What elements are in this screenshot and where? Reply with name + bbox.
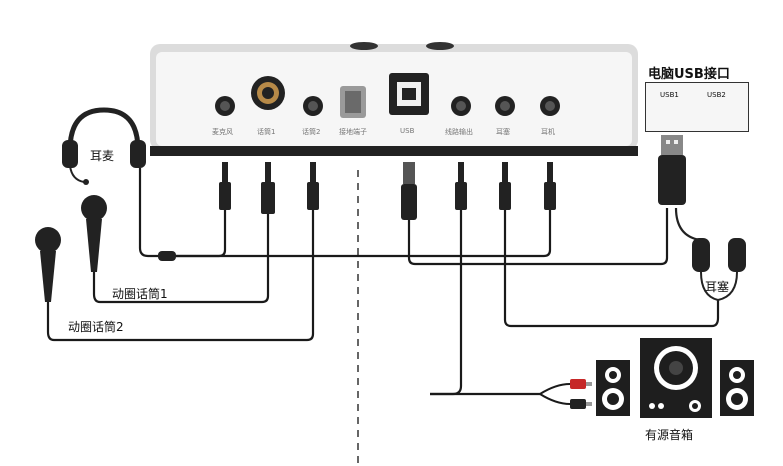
rca-plug-icon: [430, 379, 592, 409]
pc-usb-title: 电脑USB接口: [648, 67, 730, 82]
mic1-label: 动圈话筒1: [112, 287, 168, 301]
usb-b-port-icon: [389, 73, 429, 115]
headset-label: 耳麦: [90, 149, 115, 163]
port-mic2-jack: [303, 96, 323, 116]
port-label-mic1: 话筒1: [257, 128, 276, 136]
port-line-out-jack: [451, 96, 471, 116]
cables: [46, 168, 720, 396]
subwoofer-icon: [640, 338, 712, 418]
speaker-left-icon: [596, 360, 630, 416]
headset-icon: [62, 107, 146, 185]
pc-usb-panel: [645, 82, 749, 132]
port-mic1-jack: [251, 76, 285, 110]
jack-plug-icon: [219, 162, 556, 214]
ground-terminal-icon: [340, 86, 366, 118]
usb-a-plug-icon: [658, 135, 686, 205]
usb1-label: USB1: [660, 91, 679, 99]
port-label-usb: USB: [400, 127, 415, 135]
earbuds-label: 耳塞: [705, 280, 730, 294]
port-label-mic2: 话筒2: [302, 128, 321, 136]
port-mic-jack: [215, 96, 235, 116]
port-label-line-out: 线路输出: [445, 128, 473, 136]
speaker-right-icon: [720, 360, 754, 416]
mic2-label: 动圈话筒2: [68, 320, 124, 334]
port-headphone-jack: [540, 96, 560, 116]
usb-b-plug-icon: [401, 162, 417, 220]
port-label-earbud: 耳塞: [496, 128, 510, 136]
usb2-label: USB2: [707, 91, 726, 99]
microphone-icon: [81, 195, 107, 272]
microphone-icon: [35, 227, 61, 302]
speakers-label: 有源音箱: [645, 428, 694, 442]
port-label-mic: 麦克风: [212, 128, 233, 136]
port-label-ground: 接地端子: [339, 128, 367, 136]
earbuds-icon: [674, 207, 746, 302]
port-label-headphone: 耳机: [541, 128, 555, 136]
port-earbud-jack: [495, 96, 515, 116]
cable-connector: [158, 251, 176, 261]
